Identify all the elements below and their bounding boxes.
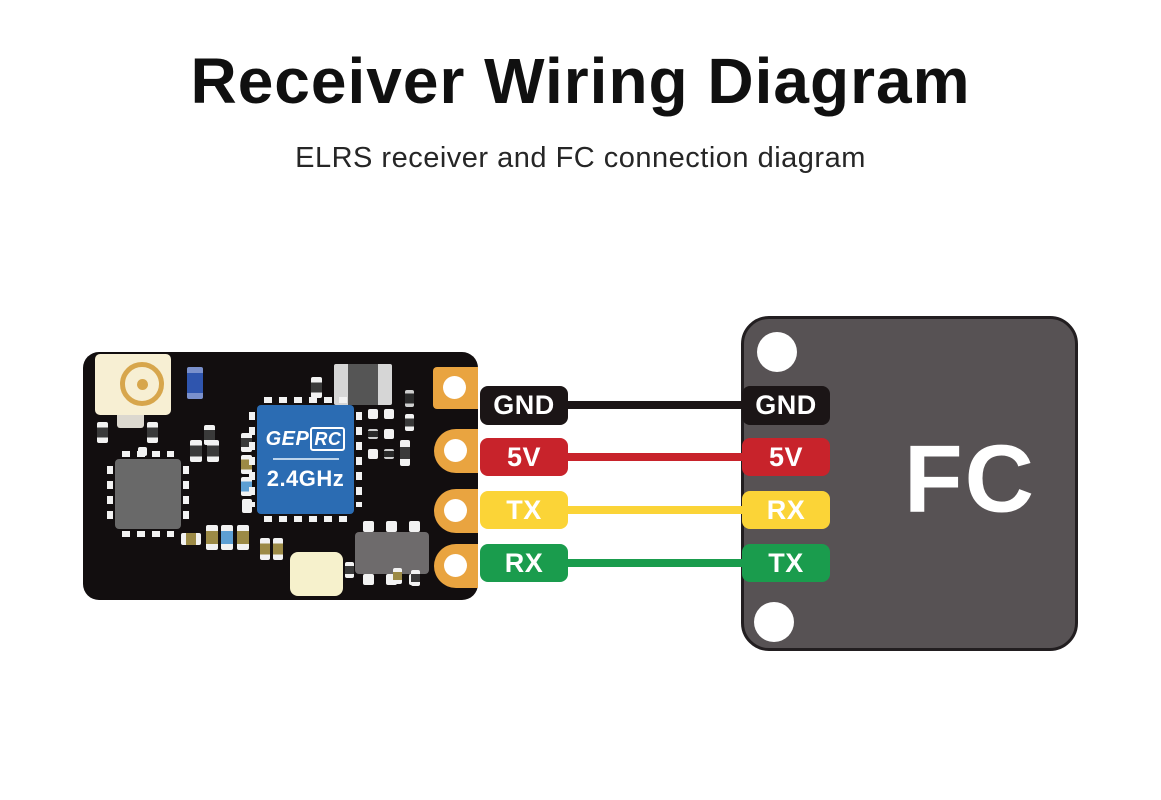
- antenna-connector-icon: [95, 354, 171, 428]
- smd-component: [207, 440, 219, 462]
- rf-chip-pins: [264, 516, 347, 522]
- connector-tab: [117, 415, 144, 428]
- smd-component: [241, 433, 252, 452]
- fc-pin-label-5v: 5V: [742, 438, 830, 476]
- solder-pad-gnd: [433, 367, 478, 409]
- ufl-pin-icon: [137, 379, 148, 390]
- sot-pin: [363, 574, 374, 585]
- pad-hole: [443, 376, 466, 399]
- chip-divider: [272, 458, 339, 460]
- smd-component: [260, 538, 270, 560]
- mcu-pins: [183, 466, 189, 522]
- sot-pin: [386, 574, 397, 585]
- smd-component: [384, 409, 394, 419]
- crystal-component: [290, 552, 343, 596]
- mcu-pins: [122, 531, 174, 537]
- wire-gnd: [552, 401, 764, 409]
- solder-pad-tx: [434, 489, 478, 533]
- smd-component: [405, 390, 414, 407]
- receiver-pin-label-5v: 5V: [480, 438, 568, 476]
- fc-pin-label-tx: TX: [742, 544, 830, 582]
- smd-component: [411, 570, 420, 586]
- page-title: Receiver Wiring Diagram: [190, 45, 971, 117]
- rf-chip-pins: [356, 412, 362, 507]
- smd-component: [204, 425, 215, 445]
- ufl-ring-icon: [120, 362, 164, 406]
- pad-hole: [444, 439, 467, 462]
- smd-component: [368, 449, 378, 459]
- smd-component: [187, 367, 203, 399]
- receiver-pin-label-tx: TX: [480, 491, 568, 529]
- fc-label: FC: [904, 425, 1036, 533]
- mcu-pins: [122, 451, 174, 457]
- page-subtitle: ELRS receiver and FC connection diagram: [295, 142, 866, 174]
- pad-hole: [444, 554, 467, 577]
- rf-chip-pins: [264, 397, 347, 403]
- fc-board: FC: [741, 316, 1078, 651]
- smd-component: [241, 477, 252, 496]
- smd-component: [384, 429, 394, 439]
- solder-pad-rx: [434, 544, 478, 588]
- smd-component: [368, 409, 378, 419]
- smd-component: [273, 538, 283, 560]
- wire-tx-rx: [552, 506, 764, 514]
- smd-component: [384, 449, 394, 459]
- smd-component: [393, 568, 402, 584]
- smd-component: [237, 525, 249, 550]
- mcu-chip: [107, 451, 189, 537]
- smd-component: [206, 525, 218, 550]
- receiver-pin-label-rx: RX: [480, 544, 568, 582]
- fc-pin-label-rx: RX: [742, 491, 830, 529]
- sot-pin: [363, 521, 374, 532]
- smd-component: [345, 562, 354, 578]
- smd-component: [147, 422, 158, 443]
- wire-rx-tx: [552, 559, 764, 567]
- smd-component: [241, 455, 252, 474]
- smd-component: [221, 525, 233, 550]
- wire-5v: [552, 453, 764, 461]
- voltage-regulator: [355, 521, 429, 585]
- sot-pin: [409, 521, 420, 532]
- mcu-pins: [107, 466, 113, 522]
- smd-component: [181, 533, 201, 545]
- smd-component: [242, 499, 252, 513]
- smd-component: [97, 422, 108, 443]
- smd-component: [190, 440, 202, 462]
- chip-frequency: 2.4GHz: [266, 466, 345, 491]
- solder-pad-5v: [434, 429, 478, 473]
- receiver-pin-label-gnd: GND: [480, 386, 568, 425]
- smd-component: [400, 440, 410, 466]
- sot-pin: [386, 521, 397, 532]
- pad-hole: [444, 499, 467, 522]
- smd-component: [311, 377, 322, 398]
- mounting-hole: [757, 332, 797, 372]
- mounting-hole: [754, 602, 794, 642]
- rf-chip-pins: [249, 412, 255, 507]
- smd-component: [368, 429, 378, 439]
- fc-pin-label-gnd: GND: [742, 386, 830, 425]
- smd-component: [405, 414, 414, 431]
